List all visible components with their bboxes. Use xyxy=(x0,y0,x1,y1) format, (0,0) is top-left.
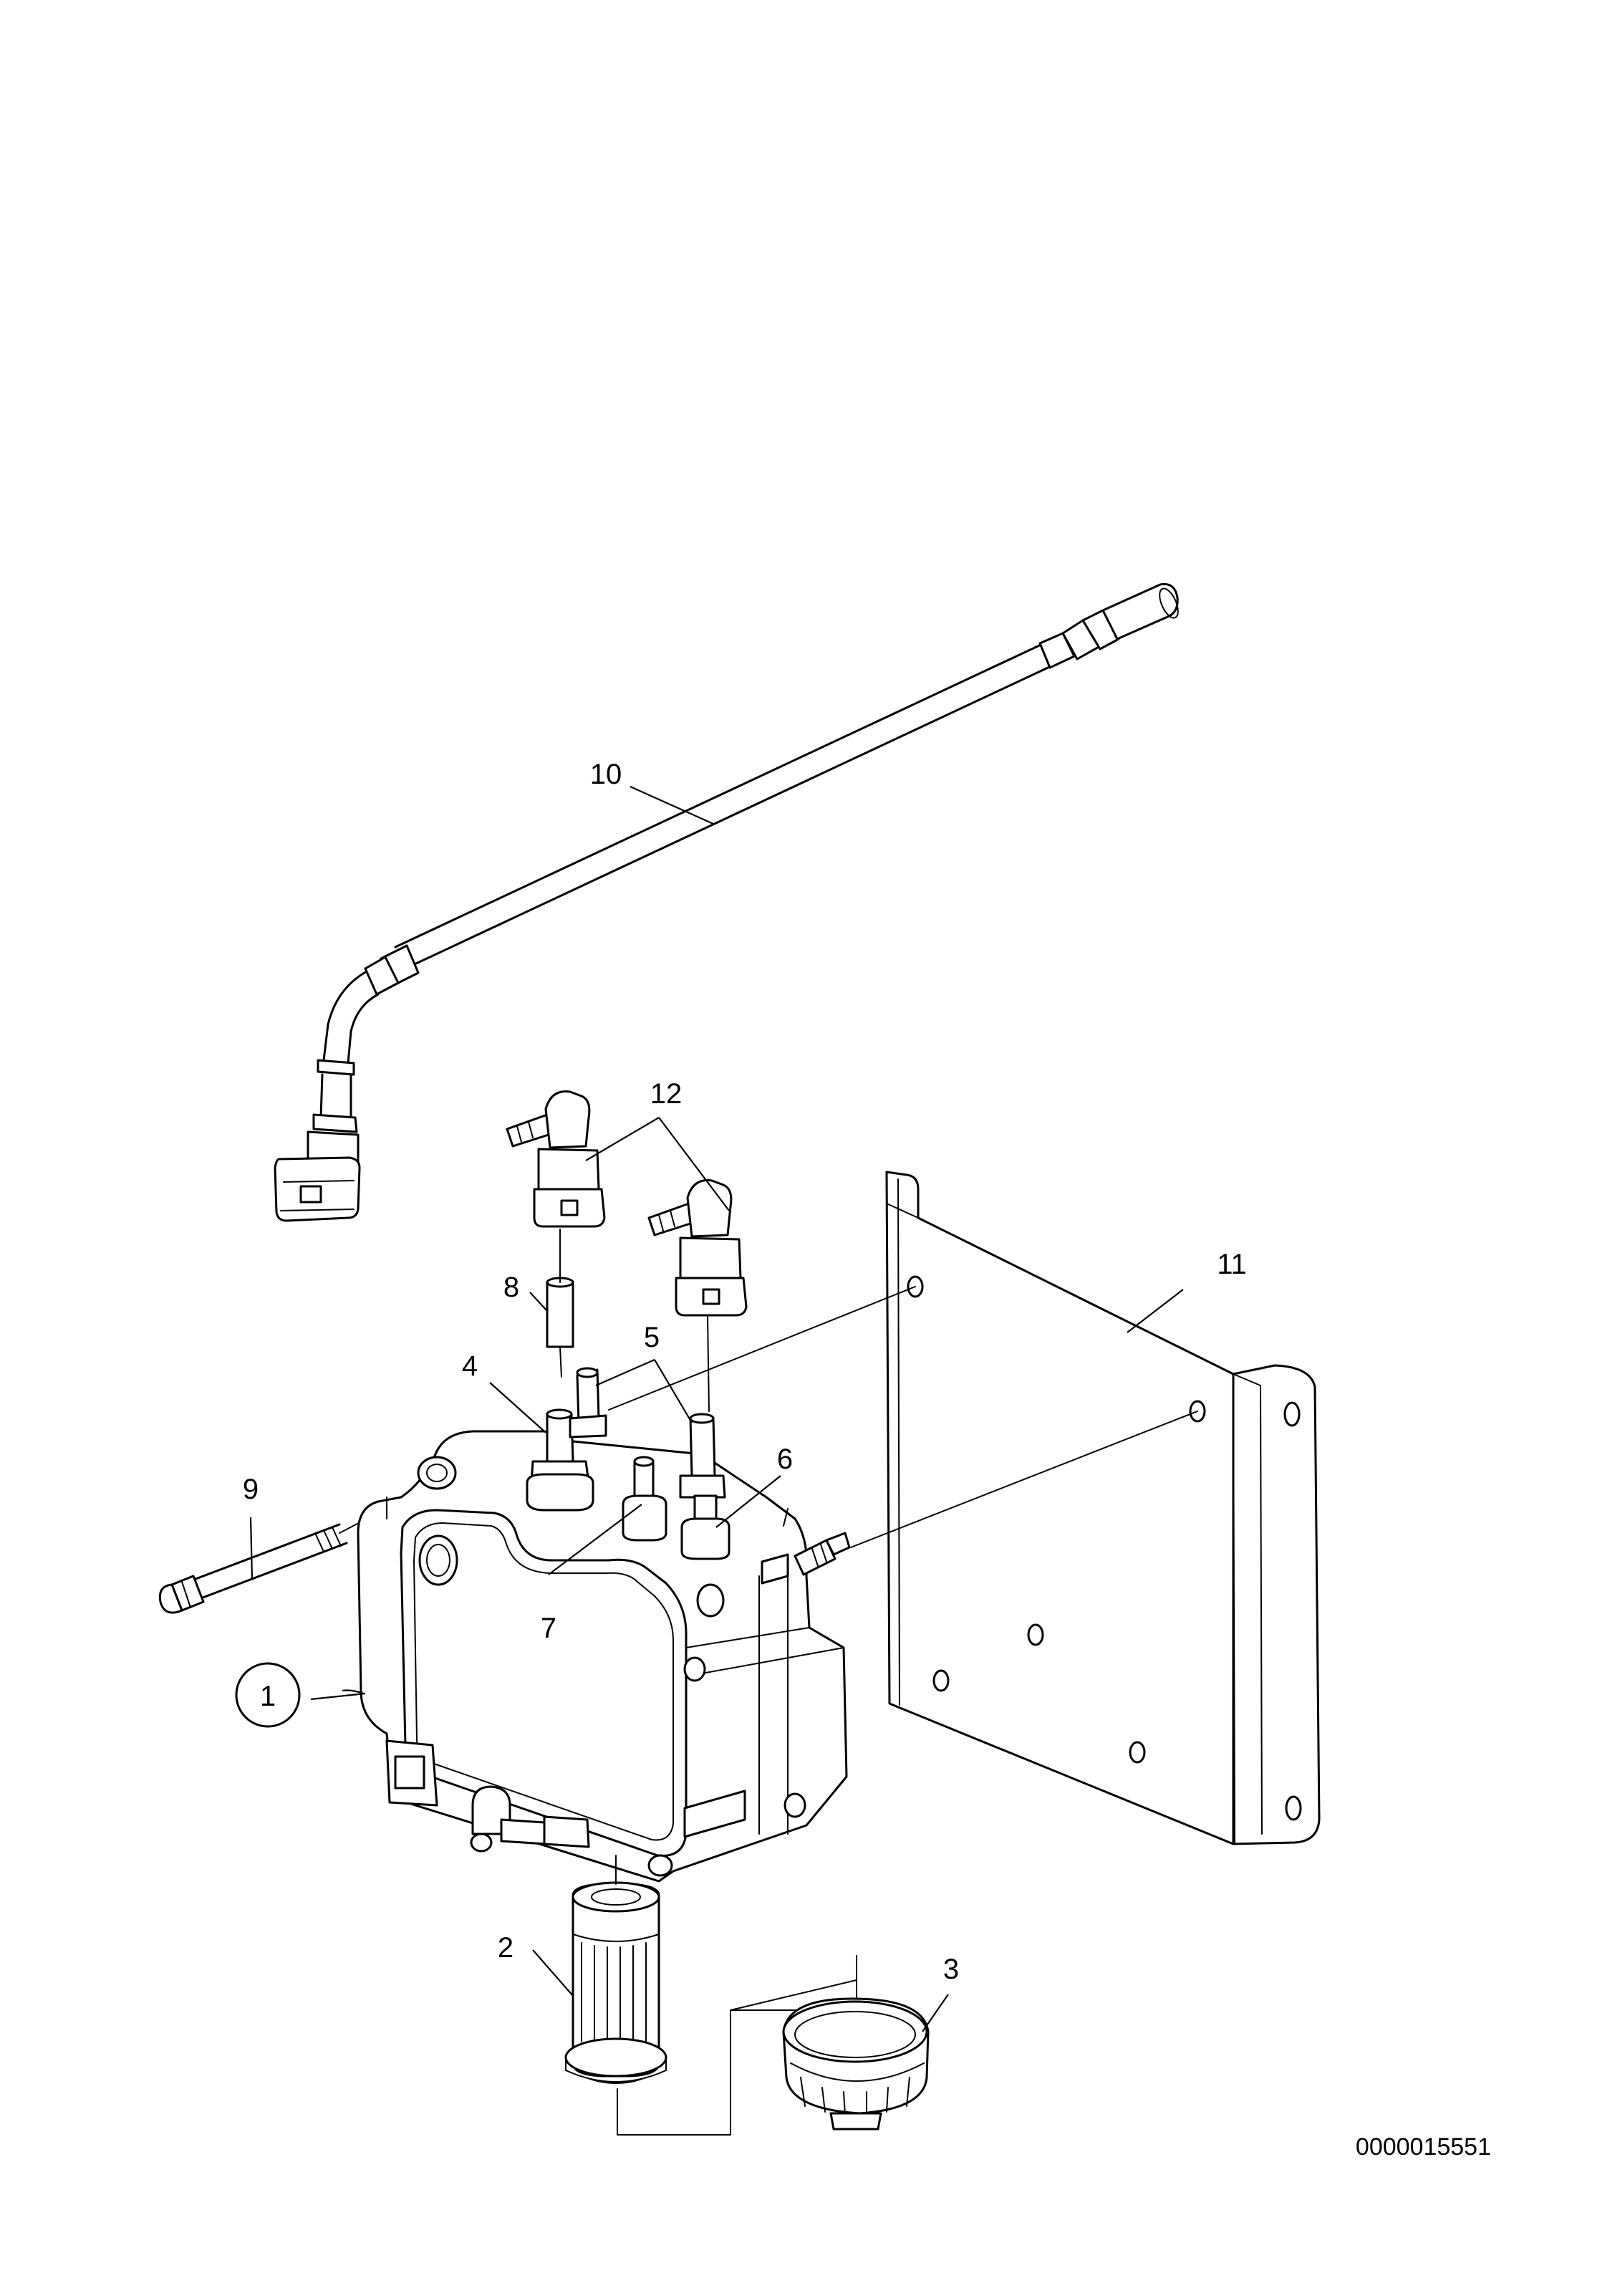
filter-cap xyxy=(782,1997,930,2131)
drawing-number: 0000015551 xyxy=(1356,2133,1491,2161)
fitting-nipple-4 xyxy=(526,1408,594,1512)
fitting-nipple-7 xyxy=(622,1456,667,1542)
fitting-nipple-6 xyxy=(680,1494,731,1560)
fitting-nipple-5b xyxy=(679,1413,726,1499)
callout-10: 10 xyxy=(590,759,622,790)
callout-3: 3 xyxy=(943,1954,959,1985)
callout-12: 12 xyxy=(650,1078,683,1110)
bolt xyxy=(158,1523,348,1614)
filter-element xyxy=(564,1881,667,2084)
callout-8: 8 xyxy=(503,1272,519,1303)
callout-11: 11 xyxy=(1217,1249,1247,1280)
callout-9: 9 xyxy=(243,1474,259,1505)
callout-labels: 1 2 3 4 5 6 7 8 9 10 11 12 0000015551 xyxy=(235,759,1491,2161)
elbow-connector-right xyxy=(647,1179,748,1317)
callout-6: 6 xyxy=(777,1444,793,1475)
callout-5: 5 xyxy=(644,1322,660,1353)
fitting-nipple-5a xyxy=(569,1367,607,1438)
leader-lines xyxy=(249,785,1184,2032)
callout-circle-1 xyxy=(235,1662,301,1728)
callout-1: 1 xyxy=(260,1681,276,1712)
mounting-bracket xyxy=(885,1171,1321,1845)
callout-2: 2 xyxy=(498,1932,514,1964)
filter-assembly-lines xyxy=(615,1855,857,2136)
elbow-connector-left xyxy=(506,1090,606,1228)
callout-4: 4 xyxy=(462,1350,478,1382)
callout-7: 7 xyxy=(541,1613,556,1644)
dosing-unit xyxy=(357,1430,851,1883)
pipe-sleeve xyxy=(546,1277,574,1348)
fuel-hose-assembly xyxy=(274,582,1179,1222)
